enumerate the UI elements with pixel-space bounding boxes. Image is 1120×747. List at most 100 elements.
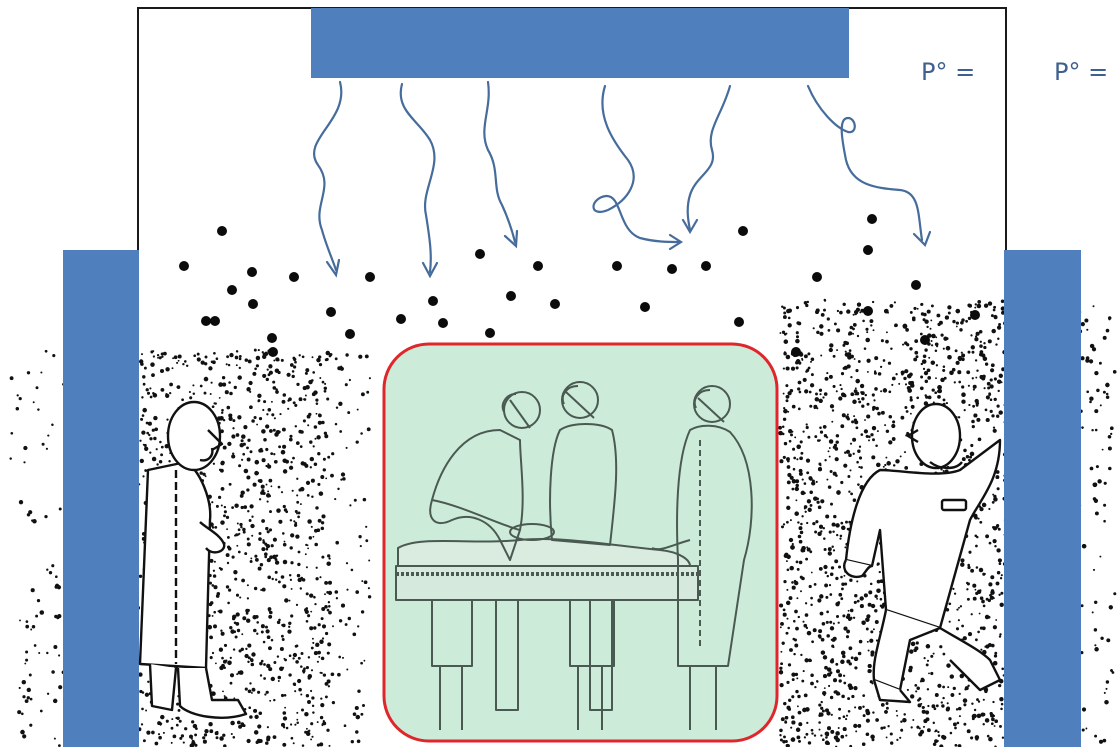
speckle-dot xyxy=(787,480,791,484)
speckle-dot xyxy=(273,453,275,455)
speckle-dot xyxy=(273,699,275,701)
speckle-dot xyxy=(796,597,798,599)
speckle-dot xyxy=(951,693,955,697)
speckle-dot xyxy=(972,584,976,588)
speckle-dot xyxy=(270,452,273,455)
speckle-dot xyxy=(988,582,992,586)
speckle-dot xyxy=(784,339,789,344)
speckle-dot xyxy=(35,615,38,618)
speckle-dot xyxy=(960,321,964,325)
speckle-dot xyxy=(825,596,828,599)
speckle-dot xyxy=(273,360,275,362)
speckle-dot xyxy=(786,399,789,402)
speckle-dot xyxy=(328,685,330,687)
speckle-dot xyxy=(314,462,318,466)
speckle-dot xyxy=(210,393,212,395)
speckle-dot xyxy=(153,437,156,440)
speckle-dot xyxy=(141,396,143,398)
speckle-dot xyxy=(295,645,298,648)
speckle-dot xyxy=(808,741,811,744)
speckle-dot xyxy=(25,650,28,653)
speckle-dot xyxy=(283,716,287,720)
speckle-dot xyxy=(971,702,973,704)
speckle-dot xyxy=(342,477,346,481)
speckle-dot xyxy=(246,446,249,449)
speckle-dot xyxy=(964,688,966,690)
speckle-dot xyxy=(143,739,146,742)
speckle-dot xyxy=(360,662,363,665)
speckle-dot xyxy=(29,724,32,727)
speckle-dot xyxy=(290,533,294,537)
speckle-dot xyxy=(165,367,169,371)
speckle-dot xyxy=(807,548,811,552)
speckle-dot xyxy=(313,392,316,395)
speckle-dot xyxy=(247,661,249,663)
speckle-dot xyxy=(993,625,997,629)
speckle-dot xyxy=(999,697,1003,701)
speckle-dot xyxy=(839,384,841,386)
speckle-dot xyxy=(894,301,896,303)
speckle-dot xyxy=(306,481,310,485)
speckle-dot xyxy=(983,723,985,725)
speckle-dot xyxy=(245,648,247,650)
speckle-dot xyxy=(899,737,901,739)
speckle-dot xyxy=(1099,556,1101,558)
speckle-dot xyxy=(996,415,999,418)
speckle-dot xyxy=(1082,707,1086,711)
speckle-dot xyxy=(832,530,834,532)
speckle-dot xyxy=(327,609,330,612)
speckle-dot xyxy=(845,735,847,737)
speckle-dot xyxy=(216,357,219,360)
speckle-dot xyxy=(246,739,250,743)
speckle-dot xyxy=(857,600,860,603)
speckle-dot xyxy=(321,556,324,559)
speckle-dot xyxy=(268,667,272,671)
speckle-dot xyxy=(974,516,978,520)
speckle-dot xyxy=(787,627,790,630)
speckle-dot xyxy=(853,323,857,327)
speckle-dot xyxy=(786,632,789,635)
speckle-dot xyxy=(269,429,273,433)
speckle-dot xyxy=(794,644,798,648)
speckle-dot xyxy=(310,457,314,461)
speckle-dot xyxy=(972,425,975,428)
speckle-dot xyxy=(347,411,350,414)
speckle-dot xyxy=(252,372,256,376)
speckle-dot xyxy=(889,415,893,419)
speckle-dot xyxy=(317,661,319,663)
speckle-dot xyxy=(861,433,864,436)
speckle-dot xyxy=(34,644,37,647)
speckle-dot xyxy=(834,447,838,451)
speckle-dot xyxy=(316,358,320,362)
speckle-dot xyxy=(783,312,786,315)
speckle-dot xyxy=(807,352,810,355)
speckle-dot xyxy=(809,405,812,408)
speckle-dot xyxy=(256,741,259,744)
speckle-dot xyxy=(975,738,978,741)
speckle-dot xyxy=(22,695,25,698)
speckle-dot xyxy=(803,378,807,382)
speckle-dot xyxy=(936,704,939,707)
speckle-dot xyxy=(884,309,889,314)
speckle-dot xyxy=(269,700,271,702)
speckle-dot xyxy=(306,728,308,730)
speckle-dot xyxy=(367,427,371,431)
speckle-dot xyxy=(877,562,880,565)
speckle-dot xyxy=(266,548,269,551)
particle-dot xyxy=(970,310,980,320)
speckle-dot xyxy=(927,705,929,707)
speckle-dot xyxy=(805,304,808,307)
speckle-dot xyxy=(783,580,786,583)
speckle-dot xyxy=(783,613,787,617)
speckle-dot xyxy=(153,393,158,398)
speckle-dot xyxy=(803,624,807,628)
speckle-dot xyxy=(789,538,793,542)
speckle-dot xyxy=(832,409,834,411)
speckle-dot xyxy=(968,551,971,554)
speckle-dot xyxy=(851,420,854,423)
speckle-dot xyxy=(246,488,249,491)
speckle-dot xyxy=(786,706,790,710)
speckle-dot xyxy=(835,523,839,527)
speckle-dot xyxy=(792,678,795,681)
speckle-dot xyxy=(817,532,821,536)
